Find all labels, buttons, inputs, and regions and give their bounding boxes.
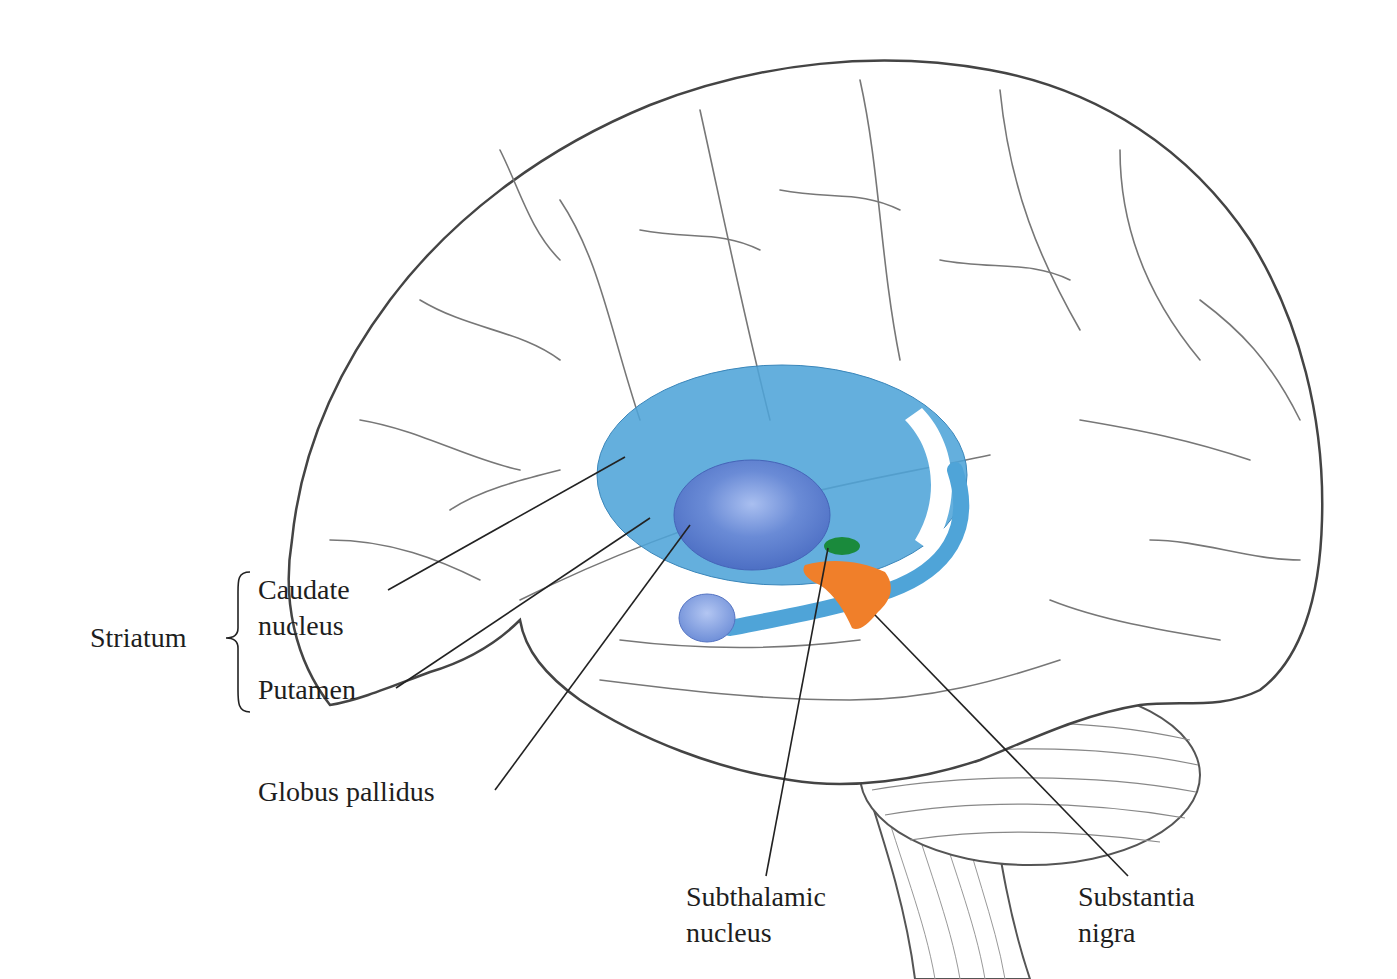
part-label: Substantia nigra xyxy=(1078,879,1253,951)
caudate-gap xyxy=(905,408,952,552)
leader-lines xyxy=(388,457,1128,876)
part-label: Caudate nucleus xyxy=(258,572,408,644)
part-label: Subthalamic nucleus xyxy=(686,879,876,951)
gyri xyxy=(330,80,1300,700)
part-label: Putamen xyxy=(258,672,356,708)
group-label: Striatum xyxy=(90,620,186,656)
amygdala xyxy=(679,594,735,642)
cerebrum-outline xyxy=(289,61,1323,784)
part-label: Globus pallidus xyxy=(258,774,435,810)
globus-pallidus-shape xyxy=(674,460,830,570)
subthalamic-nucleus-shape xyxy=(824,537,860,555)
striatum-shape xyxy=(597,365,967,585)
striatum-bracket xyxy=(226,572,250,712)
